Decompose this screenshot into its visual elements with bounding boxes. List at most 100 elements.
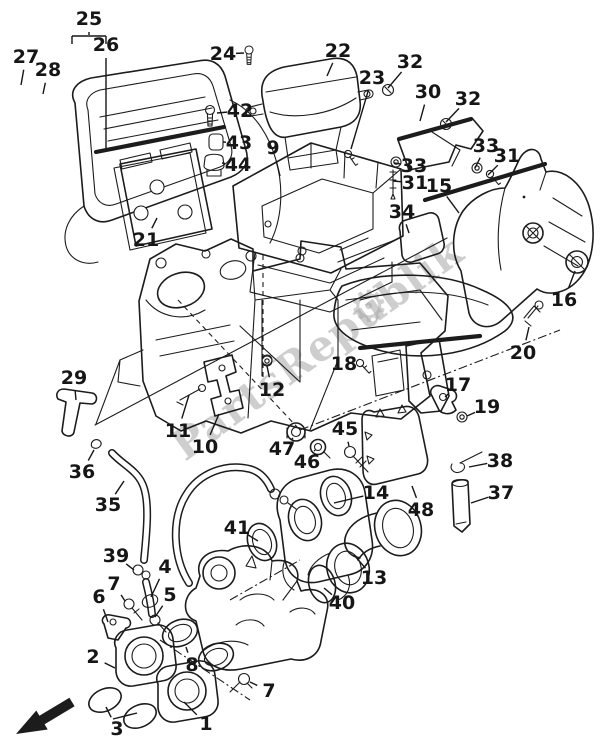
leader-line-42 <box>216 111 228 114</box>
intake-joints-13 <box>245 499 423 604</box>
part-label-31: 31 <box>494 145 520 167</box>
leader-line-46 <box>313 449 316 452</box>
leader-line-48 <box>411 485 418 499</box>
clamp-17 <box>429 384 468 423</box>
engine-block <box>184 545 329 671</box>
part-label-32: 32 <box>397 51 423 73</box>
part-label-45: 45 <box>332 418 358 440</box>
fasteners-45-46-47 <box>286 422 369 473</box>
part-label-2: 2 <box>86 646 99 668</box>
leader-line-32 <box>445 107 460 123</box>
leader-line-37 <box>470 496 489 504</box>
part-label-18: 18 <box>331 353 357 375</box>
leader-line-31 <box>392 180 403 183</box>
part-label-5: 5 <box>163 584 176 606</box>
part-label-26: 26 <box>93 34 119 56</box>
part-label-35: 35 <box>95 494 121 516</box>
part-label-40: 40 <box>329 592 355 614</box>
part-label-9: 9 <box>266 137 279 159</box>
leader-line-6 <box>102 608 109 623</box>
carburetor-assembly <box>276 468 374 601</box>
part-label-36: 36 <box>69 461 95 483</box>
part-label-42: 42 <box>227 100 253 122</box>
cover-plate-48 <box>361 404 429 486</box>
leader-line-27 <box>20 69 25 86</box>
leader-line-45 <box>347 441 350 447</box>
tube-37 <box>450 451 483 533</box>
part-label-41: 41 <box>224 517 250 539</box>
leader-line-1 <box>183 701 198 716</box>
leader-line-13 <box>353 554 366 569</box>
part-label-17: 17 <box>445 374 471 396</box>
resonator-box <box>244 45 374 171</box>
part-label-16: 16 <box>551 289 577 311</box>
leader-line-5 <box>154 605 164 618</box>
part-label-37: 37 <box>488 482 514 504</box>
bracket-10 <box>176 354 244 417</box>
part-label-15: 15 <box>426 175 452 197</box>
leader-line-31 <box>487 164 499 176</box>
part-label-24: 24 <box>210 43 236 65</box>
leader-line-21 <box>151 217 158 229</box>
leader-line-47 <box>290 437 294 441</box>
part-label-32: 32 <box>455 88 481 110</box>
part-label-46: 46 <box>294 451 320 473</box>
intake-manifolds <box>88 559 301 729</box>
part-label-43: 43 <box>226 132 252 154</box>
part-label-7: 7 <box>262 680 275 702</box>
part-label-29: 29 <box>61 367 87 389</box>
leader-line-7 <box>120 594 126 602</box>
leader-line-33 <box>474 157 481 169</box>
leader-line-20 <box>525 326 530 341</box>
part-label-33: 33 <box>473 135 499 157</box>
leader-line-30 <box>419 104 426 122</box>
part-label-21: 21 <box>133 229 159 251</box>
part-label-1: 1 <box>199 713 212 735</box>
leader-line-15 <box>446 196 460 214</box>
part-label-38: 38 <box>487 450 513 472</box>
leader-line-7 <box>249 681 258 687</box>
part-label-4: 4 <box>158 556 171 578</box>
leader-line-11 <box>181 394 190 419</box>
leader-line-35 <box>114 480 125 495</box>
leader-line-3 <box>105 706 112 718</box>
part-label-28: 28 <box>35 59 61 81</box>
mounting-hardware <box>203 104 225 177</box>
part-label-31: 31 <box>402 172 428 194</box>
part-label-13: 13 <box>361 567 387 589</box>
leader-line-39 <box>125 563 135 571</box>
direction-arrow <box>16 697 75 734</box>
leader-line-34 <box>405 224 410 234</box>
label-25-bracket <box>71 35 107 44</box>
leader-line-9 <box>275 160 281 177</box>
leader-line-28 <box>42 82 47 95</box>
leader-line-29 <box>74 390 77 401</box>
leader-line-40 <box>323 587 333 596</box>
part-label-3: 3 <box>110 718 123 740</box>
part-label-23: 23 <box>359 67 385 89</box>
leader-line-8 <box>185 646 189 653</box>
part-label-48: 48 <box>408 499 434 521</box>
part-label-8: 8 <box>185 654 198 676</box>
drain-hose-group <box>56 388 156 618</box>
leader-line-4 <box>150 578 161 598</box>
part-label-44: 44 <box>225 154 251 176</box>
leader-line-36 <box>87 449 95 461</box>
part-label-7: 7 <box>107 573 120 595</box>
part-label-20: 20 <box>510 342 536 364</box>
leader-line-33 <box>393 162 402 165</box>
part-label-19: 19 <box>474 396 500 418</box>
part-label-33: 33 <box>401 155 427 177</box>
leader-line-23 <box>350 90 369 150</box>
part-label-11: 11 <box>165 420 191 442</box>
leader-line-16 <box>567 270 576 289</box>
part-label-6: 6 <box>92 586 105 608</box>
leader-line-14 <box>333 495 364 504</box>
part-label-39: 39 <box>103 545 129 567</box>
leader-line-17 <box>444 393 449 398</box>
part-label-12: 12 <box>259 379 285 401</box>
part-label-34: 34 <box>389 201 415 223</box>
